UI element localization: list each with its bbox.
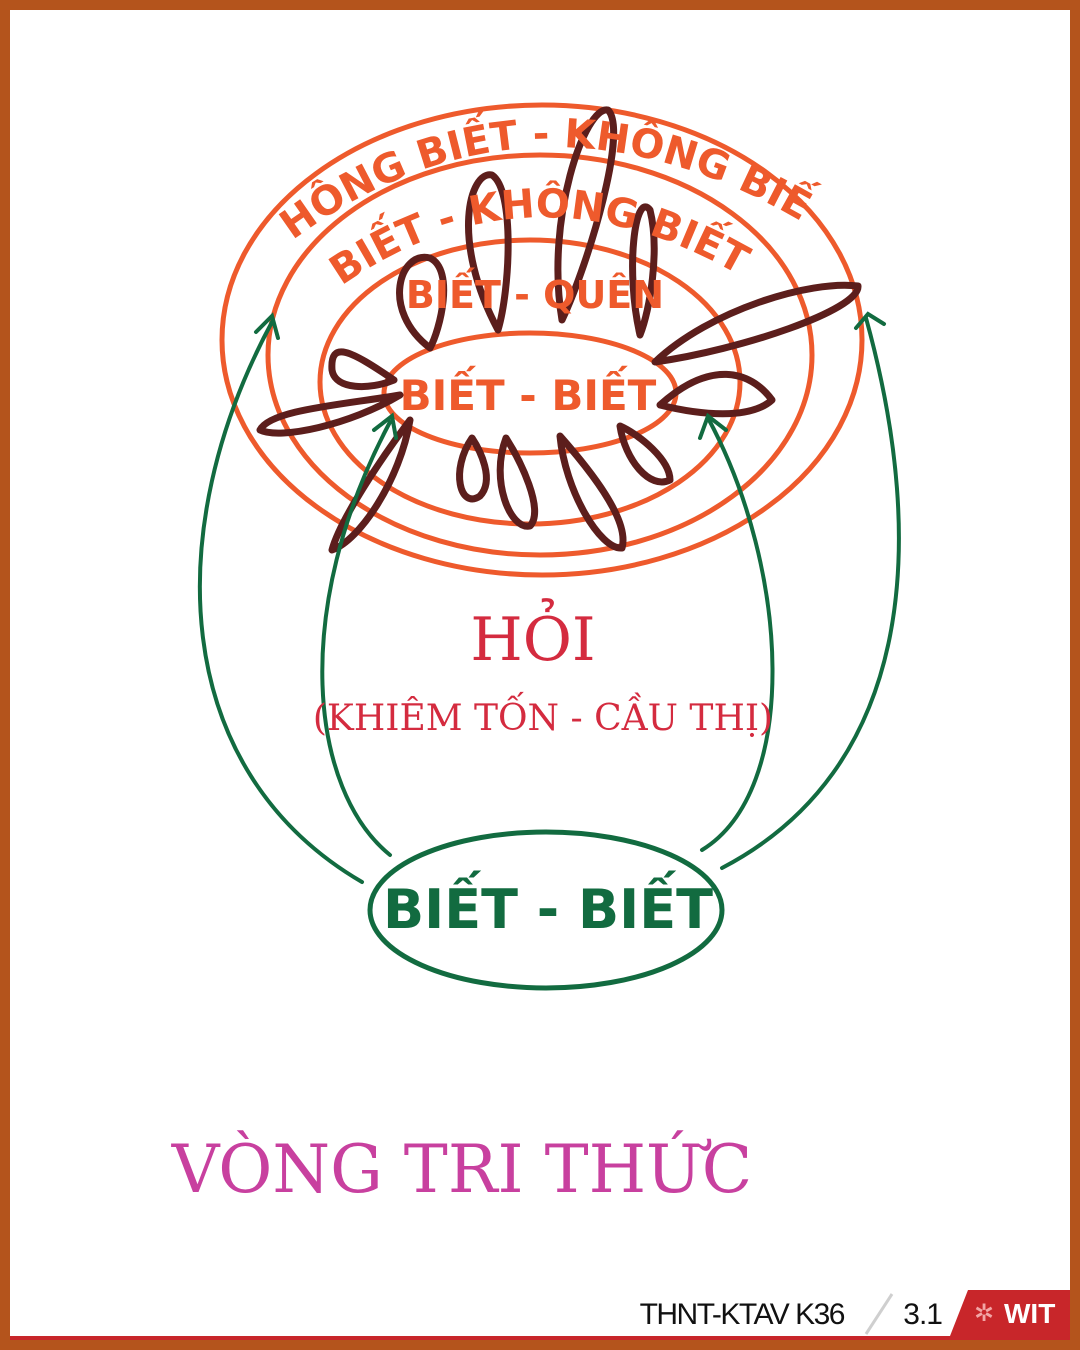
petal-left-long bbox=[256, 391, 404, 437]
knowledge-circle-diagram: KHÔNG BIẾT - KHÔNG BIẾT BIẾT - KHÔNG BIẾ… bbox=[10, 10, 901, 1208]
arrow-inner-right bbox=[700, 416, 775, 852]
petal-top-mid-left bbox=[465, 171, 512, 334]
ring-label-inner: BIẾT - BIẾT bbox=[400, 365, 657, 420]
footer-course-label: THNT-KTAV K36 bbox=[639, 1298, 846, 1331]
petal-right bbox=[656, 370, 776, 418]
petal-bottom-2 bbox=[496, 434, 539, 530]
ring-second bbox=[265, 152, 815, 558]
gear-icon: ✲ bbox=[974, 1299, 995, 1327]
arrow-outer-left-head bbox=[254, 312, 280, 340]
ring-outer bbox=[219, 102, 865, 578]
footer-divider bbox=[864, 1293, 894, 1335]
footer-logo: ✲ WIT bbox=[950, 1290, 1070, 1336]
ring-label-third: BIẾT - QUÊN bbox=[406, 268, 664, 317]
petal-bottom-3 bbox=[556, 432, 627, 552]
arrow-inner-right-head bbox=[698, 412, 728, 440]
diagram-title: VÒNG TRI THỨC bbox=[171, 1130, 753, 1208]
arrow-inner-left-head bbox=[372, 412, 398, 440]
bottom-node-label: BIẾT - BIẾT bbox=[383, 871, 713, 941]
ask-sublabel: (KHIÊM TỐN - CẦU THỊ) bbox=[313, 693, 773, 739]
arrow-inner-left bbox=[320, 420, 392, 857]
petal-top-left bbox=[396, 253, 448, 352]
bottom-node-ellipse bbox=[367, 829, 725, 991]
arrow-outer-right-head bbox=[854, 311, 886, 330]
slide: KHÔNG BIẾT - KHÔNG BIẾT BIẾT - KHÔNG BIẾ… bbox=[10, 10, 1070, 1340]
arrow-outer-left bbox=[197, 320, 364, 884]
petal-right-long bbox=[651, 281, 862, 366]
petal-bottom-left-long bbox=[328, 416, 414, 554]
footer-page-number: 3.1 bbox=[903, 1298, 943, 1331]
arrow-outer-right bbox=[720, 316, 901, 870]
footer-logo-text: WIT bbox=[1004, 1298, 1056, 1329]
footer: THNT-KTAV K36 3.1 ✲ WIT bbox=[10, 1290, 1070, 1340]
petal-top-right bbox=[629, 203, 658, 339]
petal-top-center bbox=[554, 106, 618, 324]
petal-left bbox=[328, 348, 398, 391]
footer-bar bbox=[10, 1336, 1070, 1340]
petal-bottom-4 bbox=[616, 422, 674, 486]
petal-bottom-1 bbox=[456, 434, 490, 503]
ask-label: HỎI bbox=[470, 597, 595, 675]
